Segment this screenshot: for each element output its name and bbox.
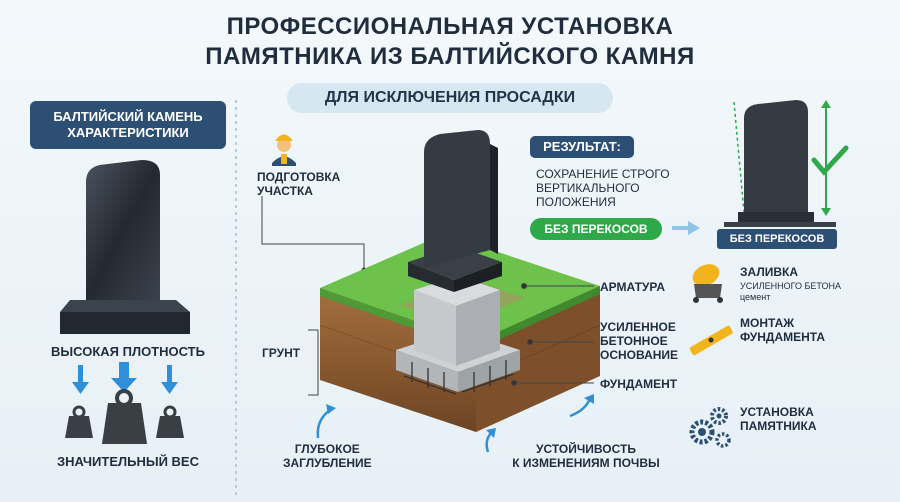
concrete-mixer-icon <box>692 264 723 303</box>
title-line1: ПРОФЕССИОНАЛЬНАЯ УСТАНОВКА <box>226 13 674 40</box>
result-line1: СОХРАНЕНИЕ СТРОГО <box>536 167 670 181</box>
stability-line2: К ИЗМЕНЕНИЯМ ПОЧВЫ <box>512 456 660 470</box>
title-line2: ПАМЯТНИКА ИЗ БАЛТИЙСКОГО КАМНЯ <box>205 43 695 70</box>
deep-label: ГЛУБОКОЕ ЗАГЛУБЛЕНИЕ <box>283 442 372 470</box>
deep-line1: ГЛУБОКОЕ <box>294 442 360 456</box>
site-prep-line1: ПОДГОТОВКА <box>257 170 341 184</box>
worker-icon <box>272 134 296 166</box>
pour-title: ЗАЛИВКА <box>740 265 799 279</box>
down-arrow-icon <box>72 362 178 394</box>
weight-icon <box>65 389 184 444</box>
base-line3: ОСНОВАНИЕ <box>600 348 679 362</box>
result-text: СОХРАНЕНИЕ СТРОГО ВЕРТИКАЛЬНОГО ПОЛОЖЕНИ… <box>536 167 670 209</box>
result-line2: ВЕРТИКАЛЬНОГО <box>536 181 640 195</box>
no-tilt-caption: БЕЗ ПЕРЕКОСОВ <box>717 229 837 249</box>
heading-line1: БАЛТИЙСКИЙ КАМЕНЬ <box>53 109 203 124</box>
install-line2: ПАМЯТНИКА <box>740 419 817 433</box>
base-line1: УСИЛЕННОЕ <box>600 320 676 334</box>
stability-line1: УСТОЙЧИВОСТЬ <box>536 442 636 456</box>
left-headstone-image <box>60 160 190 334</box>
base-label: УСИЛЕННОЕ БЕТОННОЕ ОСНОВАНИЕ <box>600 320 678 362</box>
foundation-label: ФУНДАМЕНТ <box>600 377 678 391</box>
mount-line2: ФУНДАМЕНТА <box>740 330 826 344</box>
mount-line1: МОНТАЖ <box>740 316 795 330</box>
gears-icon <box>689 407 731 448</box>
soil-label: ГРУНТ <box>262 346 301 360</box>
deep-line2: ЗАГЛУБЛЕНИЕ <box>283 456 372 470</box>
characteristics-heading: БАЛТИЙСКИЙ КАМЕНЬ ХАРАКТЕРИСТИКИ <box>30 101 226 149</box>
right-monument-image <box>724 100 836 227</box>
stability-label: УСТОЙЧИВОСТЬ К ИЗМЕНЕНИЯМ ПОЧВЫ <box>486 442 686 470</box>
no-tilt-badge: БЕЗ ПЕРЕКОСОВ <box>530 218 662 240</box>
weight-label: ЗНАЧИТЕЛЬНЫЙ ВЕС <box>56 454 199 469</box>
right-arrow-icon <box>672 221 700 235</box>
pour-subtitle: УСИЛЕННОГО БЕТОНА <box>740 281 841 291</box>
pour-cement: цемент <box>740 292 771 302</box>
mount-label: МОНТАЖ ФУНДАМЕНТА <box>740 316 825 344</box>
page-title: ПРОФЕССИОНАЛЬНАЯ УСТАНОВКА ПАМЯТНИКА ИЗ … <box>0 12 900 72</box>
site-prep-label: ПОДГОТОВКА УЧАСТКА <box>257 170 340 198</box>
ground-cross-section <box>319 130 601 432</box>
level-icon <box>689 325 733 356</box>
density-label: ВЫСОКАЯ ПЛОТНОСТЬ <box>51 344 205 359</box>
check-icon <box>811 145 849 176</box>
base-line2: БЕТОННОЕ <box>600 334 668 348</box>
heading-line2: ХАРАКТЕРИСТИКИ <box>67 125 189 140</box>
result-line3: ПОЛОЖЕНИЯ <box>536 195 616 209</box>
install-label: УСТАНОВКА ПАМЯТНИКА <box>740 405 817 433</box>
install-line1: УСТАНОВКА <box>740 405 814 419</box>
result-label: РЕЗУЛЬТАТ: <box>530 136 634 158</box>
subtitle-pill: ДЛЯ ИСКЛЮЧЕНИЯ ПРОСАДКИ <box>287 83 613 113</box>
rebar-label: АРМАТУРА <box>600 280 665 294</box>
site-prep-line2: УЧАСТКА <box>257 184 313 198</box>
